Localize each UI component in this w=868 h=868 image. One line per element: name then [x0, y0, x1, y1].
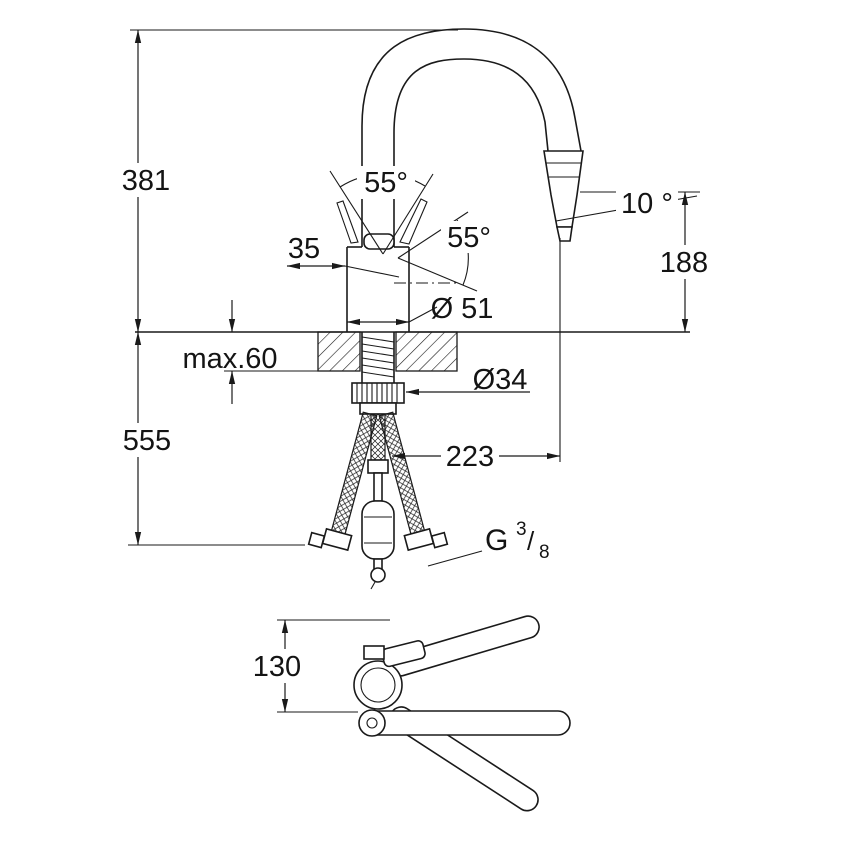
- mounting-shank: [351, 332, 405, 415]
- lever-front: [363, 233, 395, 250]
- hose-right-end: [430, 531, 449, 549]
- angle-leg-55L-b: [382, 173, 434, 255]
- weight-tip: [370, 581, 376, 590]
- spray-tip: [556, 226, 573, 242]
- dim-swivel-right: 55°: [447, 222, 491, 254]
- body-top-view-inner: [360, 667, 396, 703]
- nut-knurling: [356, 383, 398, 403]
- dim-below-deck: 555: [123, 425, 171, 457]
- counter-section: [135, 331, 690, 372]
- lever-base-top-view: [363, 645, 385, 660]
- spout-inner-curve: [393, 58, 549, 247]
- pullout-connector: [367, 459, 389, 474]
- dim-base-diameter: Ø 51: [431, 293, 494, 325]
- hose-weight: [361, 500, 395, 560]
- dim-max-thickness: max.60: [182, 343, 277, 375]
- spray-head: [543, 150, 584, 228]
- hose-left-fitting: [321, 527, 353, 552]
- supply-hoses: [307, 411, 449, 590]
- front-view-dimensions: 381 555 max.60 35 Ø 51 Ø34 223 188: [118, 29, 714, 567]
- mounting-nut: [351, 382, 405, 404]
- label-bg: [248, 649, 306, 683]
- pullout-tube: [373, 472, 383, 502]
- spout-swivel-joint-inner: [366, 717, 378, 729]
- thread-label-num: 3: [516, 519, 527, 540]
- hose-left-end: [307, 531, 326, 549]
- lever-left-position: [336, 200, 359, 244]
- lever-right-position: [399, 198, 428, 245]
- hose-right-fitting: [403, 527, 435, 552]
- leader-35: [344, 265, 400, 278]
- thread-label-g: G: [485, 524, 508, 557]
- dim-topview-offset: 130: [253, 651, 301, 683]
- thread-label-den: 8: [539, 542, 550, 563]
- spout-outer-curve: [361, 28, 582, 247]
- thread-label-slash: /: [527, 526, 535, 556]
- dim-reach: 223: [446, 441, 494, 473]
- faucet-front-view: [336, 28, 584, 332]
- angle-leg-55R-a: [397, 211, 469, 259]
- label-bg: [656, 245, 714, 279]
- label-bg: [118, 163, 174, 197]
- label-bg: [616, 189, 678, 219]
- counter-hatch-left: [317, 331, 361, 372]
- label-bg: [441, 439, 499, 471]
- dim-outlet-height: 188: [660, 247, 708, 279]
- leader-thread: [427, 550, 483, 567]
- dim-swivel-left: 55°: [364, 167, 408, 199]
- label-bg: [357, 166, 415, 199]
- spout-swivel-joint: [358, 709, 386, 737]
- leader-d51: [408, 306, 438, 323]
- weight-ball-end: [370, 567, 386, 583]
- counter-hatch-right: [395, 331, 458, 372]
- dim-35: 35: [288, 233, 320, 265]
- dim-spray-angle: 10 °: [621, 188, 673, 220]
- shank-thread: [361, 336, 395, 378]
- label-bg: [441, 221, 497, 253]
- dim-total-height: 381: [122, 165, 170, 197]
- dim-hole-diameter: Ø34: [473, 364, 528, 396]
- angle-leg-55L-a: [329, 170, 384, 255]
- spout-position-front: [364, 710, 571, 736]
- label-bg: [118, 423, 176, 457]
- faucet-top-view: 130: [248, 615, 571, 812]
- angle-leg-55R-b: [397, 257, 478, 292]
- pullout-hose: [370, 413, 386, 461]
